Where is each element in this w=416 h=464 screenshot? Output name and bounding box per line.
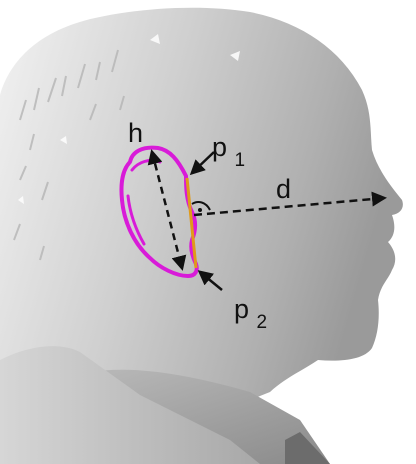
label-p1-main: p: [212, 132, 227, 162]
label-p1-sub: 1: [235, 150, 246, 171]
right-angle-dot: [198, 208, 202, 212]
label-p2-main: p: [234, 294, 249, 324]
label-p2-sub: 2: [257, 312, 268, 333]
label-d: d: [276, 174, 291, 204]
label-h: h: [128, 118, 143, 148]
